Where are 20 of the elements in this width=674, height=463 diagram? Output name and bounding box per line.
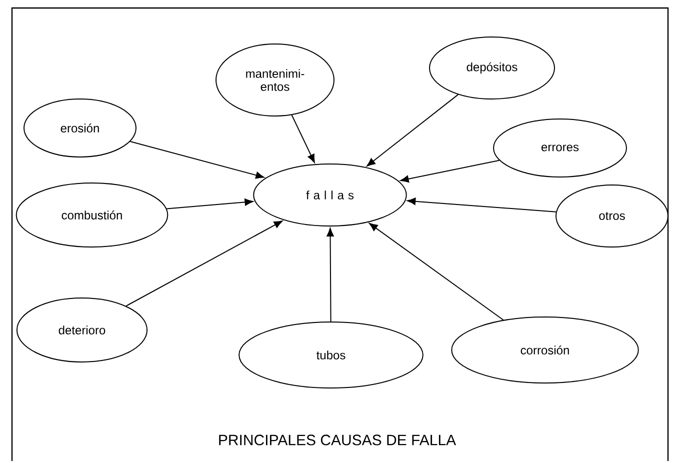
ellipse-node: corrosión	[451, 316, 639, 384]
ellipse-node: mantenimi- entos	[216, 44, 334, 116]
arrow	[369, 223, 504, 320]
arrow	[407, 198, 556, 212]
arrow	[291, 114, 315, 163]
ellipse-node: deterioro	[16, 298, 148, 362]
ellipse-node: tubos	[238, 322, 424, 388]
ellipse-node: otros	[556, 184, 668, 248]
arrow	[126, 220, 283, 306]
caption: PRINCIPALES CAUSAS DE FALLA	[219, 434, 456, 446]
arrow	[130, 140, 264, 179]
ellipse-node: f a l l a s	[253, 164, 407, 226]
arrow	[166, 198, 254, 210]
ellipse-node: errores	[493, 118, 627, 178]
ellipse-node: depósitos	[429, 36, 555, 100]
arrow	[366, 94, 459, 166]
arrow	[326, 228, 334, 322]
arrow	[400, 160, 500, 183]
ellipse-node: combustión	[16, 182, 168, 248]
ellipse-node: erosión	[24, 98, 136, 158]
